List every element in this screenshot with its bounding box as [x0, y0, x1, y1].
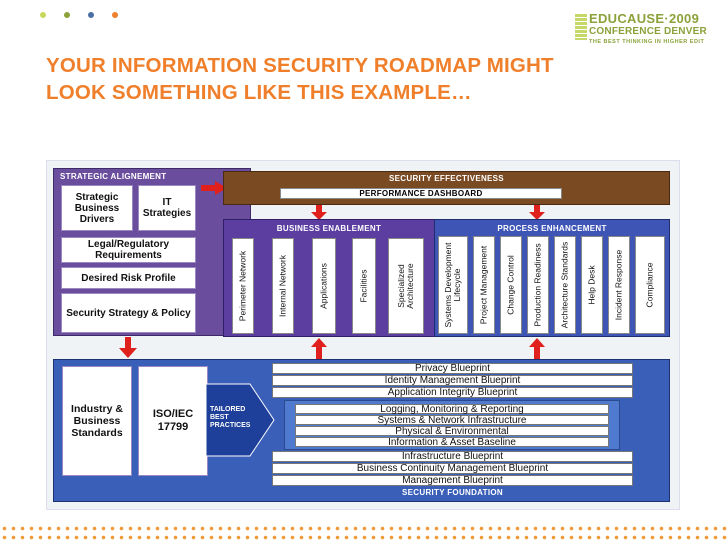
- project-management: Project Management: [473, 236, 495, 334]
- blueprint-privacy: Privacy Blueprint: [272, 363, 633, 374]
- help-desk: Help Desk: [581, 236, 603, 334]
- it-strategies: IT Strategies: [138, 185, 196, 231]
- dot-2: [64, 12, 70, 18]
- logo-line-2: CONFERENCE DENVER: [589, 26, 707, 37]
- internal-network: Internal Network: [272, 238, 294, 334]
- arrow-up-business: [311, 338, 327, 359]
- security-strategy-policy: Security Strategy & Policy: [61, 293, 196, 333]
- blueprint-identity-management: Identity Management Blueprint: [272, 375, 633, 386]
- blueprint-infrastructure: Infrastructure Blueprint: [272, 451, 633, 462]
- industry-business-standards: Industry & Business Standards: [62, 366, 132, 476]
- systems-development-lifecycle: Systems Development Lifecycle: [438, 236, 468, 334]
- blueprint-physical-environmental: Physical & Environmental: [295, 426, 609, 437]
- desired-risk-profile: Desired Risk Profile: [61, 267, 196, 289]
- business-enablement-panel: BUSINESS ENABLEMENT Perimeter Network In…: [223, 219, 435, 337]
- blueprint-application-integrity: Application Integrity Blueprint: [272, 387, 633, 398]
- decorative-dot-band: [0, 524, 728, 544]
- educause-logo: EDUCAUSE·2009 CONFERENCE DENVER THE BEST…: [575, 11, 723, 48]
- applications: Applications: [312, 238, 336, 334]
- arrow-down-business: [311, 205, 327, 220]
- arrow-strategic-to-effectiveness: [201, 185, 217, 191]
- perimeter-network: Perimeter Network: [232, 238, 254, 334]
- blueprint-systems-network: Systems & Network Infrastructure: [295, 415, 609, 426]
- decorative-dots: [40, 12, 118, 18]
- performance-dashboard: PERFORMANCE DASHBOARD: [280, 188, 562, 199]
- compliance: Compliance: [635, 236, 665, 334]
- blueprint-business-continuity: Business Continuity Management Blueprint: [272, 463, 633, 474]
- security-effectiveness-panel: SECURITY EFFECTIVENESS PERFORMANCE DASHB…: [223, 171, 670, 205]
- blueprint-management: Management Blueprint: [272, 475, 633, 486]
- logo-line-1: EDUCAUSE·2009: [589, 11, 700, 26]
- legal-regulatory-requirements: Legal/Regulatory Requirements: [61, 237, 196, 263]
- dot-1: [40, 12, 46, 18]
- blueprint-logging-monitoring: Logging, Monitoring & Reporting: [295, 404, 609, 415]
- strategic-alignment-header: STRATEGIC ALIGNEMENT: [60, 172, 167, 181]
- security-foundation-panel: Industry & Business Standards ISO/IEC 17…: [53, 359, 670, 502]
- change-control: Change Control: [500, 236, 522, 334]
- architecture-standards: Architecture Standards: [554, 236, 576, 334]
- dot-4: [112, 12, 118, 18]
- business-enablement-header: BUSINESS ENABLEMENT: [276, 224, 382, 233]
- process-enhancement-panel: PROCESS ENHANCEMENT Systems Development …: [434, 219, 670, 337]
- facilities: Facilities: [352, 238, 376, 334]
- security-foundation-header: SECURITY FOUNDATION: [402, 488, 503, 497]
- specialized-architecture: Specialized Architecture: [388, 238, 424, 334]
- logo-mark: [575, 14, 587, 40]
- dot-3: [88, 12, 94, 18]
- slide-title: YOUR INFORMATION SECURITY ROADMAP MIGHT …: [46, 54, 554, 104]
- security-effectiveness-header: SECURITY EFFECTIVENESS: [389, 174, 504, 183]
- strategic-business-drivers: Strategic Business Drivers: [61, 185, 133, 231]
- production-readiness: Production Readiness: [527, 236, 549, 334]
- blueprint-information-asset: Information & Asset Baseline: [295, 437, 609, 448]
- arrow-down-process: [529, 205, 545, 220]
- tailored-best-practices-label: TAILORED BEST PRACTICES: [210, 406, 251, 429]
- logo-tagline: THE BEST THINKING IN HIGHER EDIT: [589, 39, 705, 45]
- infrastructure-blueprint-group: Logging, Monitoring & Reporting Systems …: [284, 400, 620, 450]
- incident-response: Incident Response: [608, 236, 630, 334]
- strategic-alignment-panel: STRATEGIC ALIGNEMENT Strategic Business …: [53, 168, 251, 336]
- security-roadmap-diagram: STRATEGIC ALIGNEMENT Strategic Business …: [46, 160, 680, 510]
- iso-iec-17799: ISO/IEC 17799: [138, 366, 208, 476]
- arrow-up-process: [529, 338, 545, 359]
- process-enhancement-header: PROCESS ENHANCEMENT: [497, 224, 607, 233]
- tailored-arrow: [206, 383, 275, 457]
- arrow-down-foundation: [119, 337, 137, 358]
